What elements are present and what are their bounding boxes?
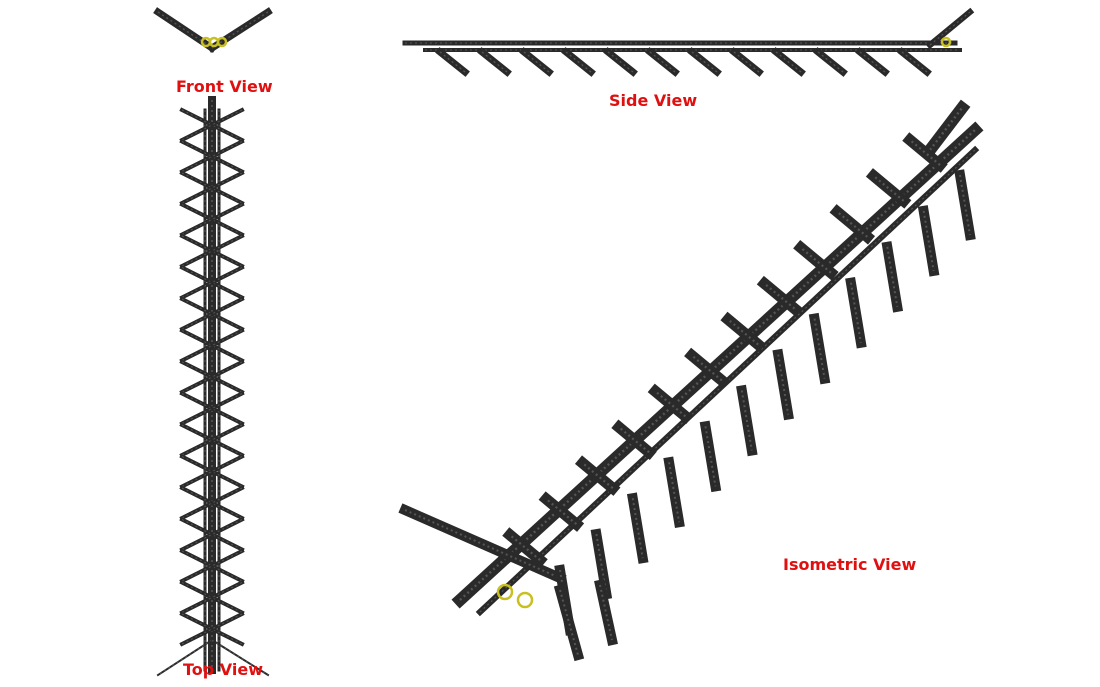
top-cross-a-9-holes xyxy=(181,361,243,393)
top-cross-b-1-holes xyxy=(181,109,243,141)
front-beam-left-holes xyxy=(157,11,213,49)
top-view-label: Top View xyxy=(183,660,264,679)
gear-connector xyxy=(216,36,228,48)
gear-connector xyxy=(516,591,534,609)
top-cross-b-11-holes xyxy=(181,424,243,456)
top-cross-a-1-holes xyxy=(181,109,243,141)
iso-leg-4-holes xyxy=(668,462,681,523)
iso-plate-10-holes xyxy=(836,210,868,238)
iso-leg-8-holes xyxy=(813,318,826,379)
iso-leg-12-holes xyxy=(959,174,971,236)
top-cross-a-13-holes xyxy=(181,487,243,519)
top-brace-right-holes xyxy=(211,639,269,676)
top-cross-b-8-holes xyxy=(181,330,243,361)
top-cross-a-7-holes xyxy=(181,298,243,330)
iso-plate-11-holes xyxy=(872,175,905,202)
iso-leg-6-holes xyxy=(740,390,753,451)
iso-plate-5-holes xyxy=(654,390,687,418)
top-cross-b-3-holes xyxy=(181,172,243,204)
top-cross-a-11-holes xyxy=(181,424,243,456)
top-cross-b-9-holes xyxy=(181,361,243,393)
top-cross-a-14-holes xyxy=(181,519,243,550)
gear-connector xyxy=(940,36,952,48)
side-view-label: Side View xyxy=(609,91,698,110)
top-cross-b-10-holes xyxy=(181,393,243,424)
iso-leg-front-holes xyxy=(559,589,579,656)
top-cross-a-6-holes xyxy=(181,267,243,298)
top-cross-a-16-holes xyxy=(181,582,243,613)
top-cross-b-6-holes xyxy=(181,267,243,298)
iso-plate-7-holes xyxy=(727,318,759,346)
top-cross-b-15-holes xyxy=(181,550,243,582)
side-arm-4-holes xyxy=(565,51,592,73)
side-arm-5-holes xyxy=(607,51,634,73)
front-view-drawing xyxy=(153,7,273,53)
top-cross-a-3-holes xyxy=(181,172,243,204)
side-arm-6-holes xyxy=(649,51,676,73)
iso-plate-3-holes xyxy=(582,462,614,490)
side-arm-11-holes xyxy=(859,51,886,73)
front-beam-right-holes xyxy=(211,11,269,49)
isometric-view-drawing xyxy=(398,99,984,662)
iso-plate-1-holes xyxy=(509,534,541,561)
top-cross-a-8-holes xyxy=(181,330,243,361)
side-arm-7-holes xyxy=(691,51,718,73)
top-cross-b-2-holes xyxy=(181,141,243,172)
iso-leg-front-2-holes xyxy=(599,584,613,641)
iso-plate-4-holes xyxy=(618,426,650,454)
top-cross-b-14-holes xyxy=(181,519,243,550)
top-cross-b-7-holes xyxy=(181,298,243,330)
top-cross-b-16-holes xyxy=(181,582,243,613)
top-cross-a-2-holes xyxy=(181,141,243,172)
side-arm-10-holes xyxy=(817,51,844,73)
top-cross-a-5-holes xyxy=(181,235,243,267)
iso-leg-5-holes xyxy=(704,426,717,487)
iso-main-beam-holes xyxy=(459,129,976,601)
iso-leg-11-holes xyxy=(922,210,935,272)
iso-leg-10-holes xyxy=(886,246,899,307)
top-cross-b-17-holes xyxy=(181,613,243,645)
top-cross-b-12-holes xyxy=(181,456,243,487)
iso-plate-9-holes xyxy=(800,246,832,274)
gear-connector xyxy=(496,583,514,601)
iso-top-arm-holes xyxy=(929,107,963,151)
side-arm-3-holes xyxy=(523,51,550,73)
side-arm-9-holes xyxy=(775,51,802,73)
iso-leg-3-holes xyxy=(631,498,644,559)
front-view-label: Front View xyxy=(176,77,273,96)
top-cross-b-13-holes xyxy=(181,487,243,519)
iso-end-arm-holes xyxy=(404,509,561,579)
iso-plate-2-holes xyxy=(545,498,578,525)
top-cross-a-15-holes xyxy=(181,550,243,582)
isometric-view-label: Isometric View xyxy=(783,555,917,574)
top-cross-a-10-holes xyxy=(181,393,243,424)
iso-leg-7-holes xyxy=(777,354,790,415)
side-view-drawing xyxy=(402,7,975,77)
iso-plate-12-holes xyxy=(909,139,941,166)
top-cross-b-4-holes xyxy=(181,204,243,235)
side-arm-12-holes xyxy=(901,51,928,73)
top-cross-a-4-holes xyxy=(181,204,243,235)
side-arm-1-holes xyxy=(439,51,466,73)
top-cross-a-17-holes xyxy=(181,613,243,645)
top-cross-b-5-holes xyxy=(181,235,243,267)
iso-leg-9-holes xyxy=(849,282,862,343)
top-cross-a-12-holes xyxy=(181,456,243,487)
side-arm-2-holes xyxy=(481,51,508,73)
side-arm-8-holes xyxy=(733,51,760,73)
top-brace-left-holes xyxy=(157,639,213,676)
iso-plate-6-holes xyxy=(691,354,723,382)
side-end-arm-holes xyxy=(929,11,971,46)
iso-plate-8-holes xyxy=(763,282,796,310)
top-view-drawing xyxy=(156,96,270,677)
